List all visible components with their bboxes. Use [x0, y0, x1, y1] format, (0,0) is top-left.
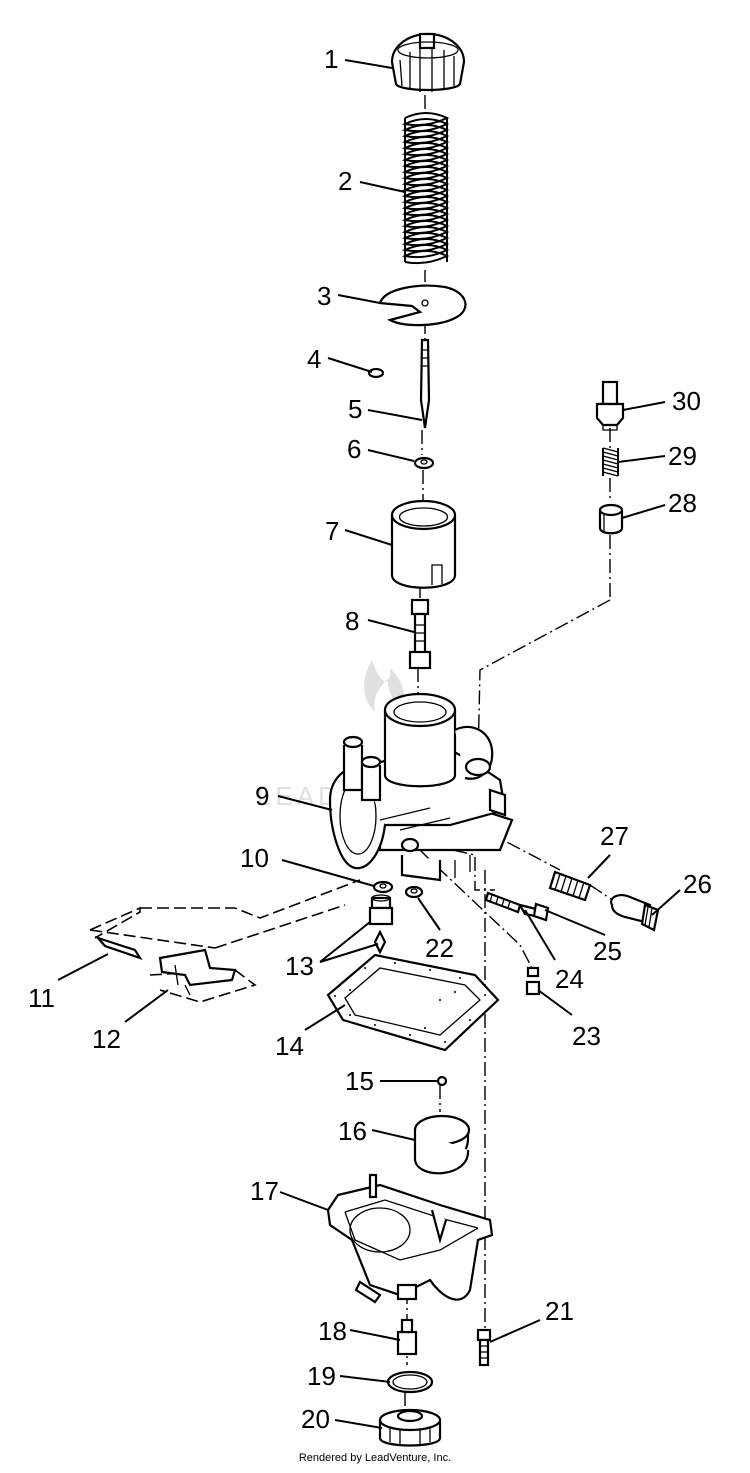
part-23-fitting	[525, 966, 541, 996]
callout-5: 5	[348, 394, 362, 424]
part-29-spring	[602, 447, 619, 477]
callout-11: 11	[28, 983, 55, 1013]
leader-lines	[57, 59, 681, 1429]
part-17-float-bowl	[326, 1173, 494, 1304]
callout-1: 1	[324, 44, 338, 74]
callout-20: 20	[301, 1404, 330, 1434]
part-16-float	[413, 1114, 471, 1175]
part-27-spring	[548, 870, 592, 902]
callout-16: 16	[338, 1116, 367, 1146]
callout-labels: 1 2 3 4 5 6 7 8 9 10 11 12 13 14 15 16 1…	[28, 44, 712, 1434]
callout-15: 15	[345, 1066, 374, 1096]
part-20-drain-plug	[378, 1408, 442, 1447]
callout-4: 4	[307, 344, 321, 374]
part-15-ball	[436, 1075, 448, 1087]
callout-17: 17	[250, 1176, 279, 1206]
callout-12: 12	[92, 1024, 121, 1054]
part-8-pilot-screw	[408, 598, 432, 670]
part-22-washer	[404, 885, 424, 899]
callout-30: 30	[672, 386, 701, 416]
assembly-axis-lines	[404, 95, 621, 1408]
part-4-clip	[367, 367, 385, 379]
part-3-retainer-plate	[378, 284, 467, 327]
part-6-washer	[413, 456, 435, 470]
part-1-cap	[390, 32, 466, 92]
callout-6: 6	[347, 434, 361, 464]
part-26-adjuster	[610, 894, 660, 932]
part-10-washer	[372, 880, 394, 894]
callout-27: 27	[600, 821, 629, 851]
callout-29: 29	[668, 441, 697, 471]
callout-22: 22	[425, 933, 454, 963]
callout-9: 9	[255, 781, 269, 811]
callout-23: 23	[572, 1021, 601, 1051]
callout-10: 10	[240, 843, 269, 873]
part-9-carburetor-body	[328, 692, 514, 882]
part-14-float-bowl-gasket	[326, 953, 500, 1052]
callout-7: 7	[325, 516, 339, 546]
callout-28: 28	[668, 488, 697, 518]
callout-14: 14	[275, 1031, 304, 1061]
part-7-throttle-slide	[390, 499, 457, 589]
part-19-o-ring	[386, 1370, 434, 1394]
part-11-12-float-pin-assembly	[89, 879, 361, 1003]
part-21-screw	[476, 1328, 492, 1367]
part-2-spring	[401, 112, 450, 267]
part-18-main-jet	[396, 1318, 418, 1356]
part-30-starter-plunger	[595, 380, 625, 431]
callout-24: 24	[555, 964, 584, 994]
callout-8: 8	[345, 606, 359, 636]
callout-18: 18	[318, 1316, 347, 1346]
footer-credit: Rendered by LeadVenture, Inc.	[298, 1452, 452, 1464]
callout-26: 26	[683, 869, 712, 899]
callout-13: 13	[285, 951, 314, 981]
part-5-jet-needle	[419, 338, 431, 429]
callout-25: 25	[593, 936, 622, 966]
part-25-connector	[532, 902, 550, 922]
callout-21: 21	[545, 1296, 574, 1326]
part-13-needle-valve	[368, 894, 394, 955]
part-28-cap	[598, 503, 624, 535]
callout-3: 3	[317, 281, 331, 311]
callout-19: 19	[307, 1361, 336, 1391]
callout-2: 2	[338, 166, 352, 196]
